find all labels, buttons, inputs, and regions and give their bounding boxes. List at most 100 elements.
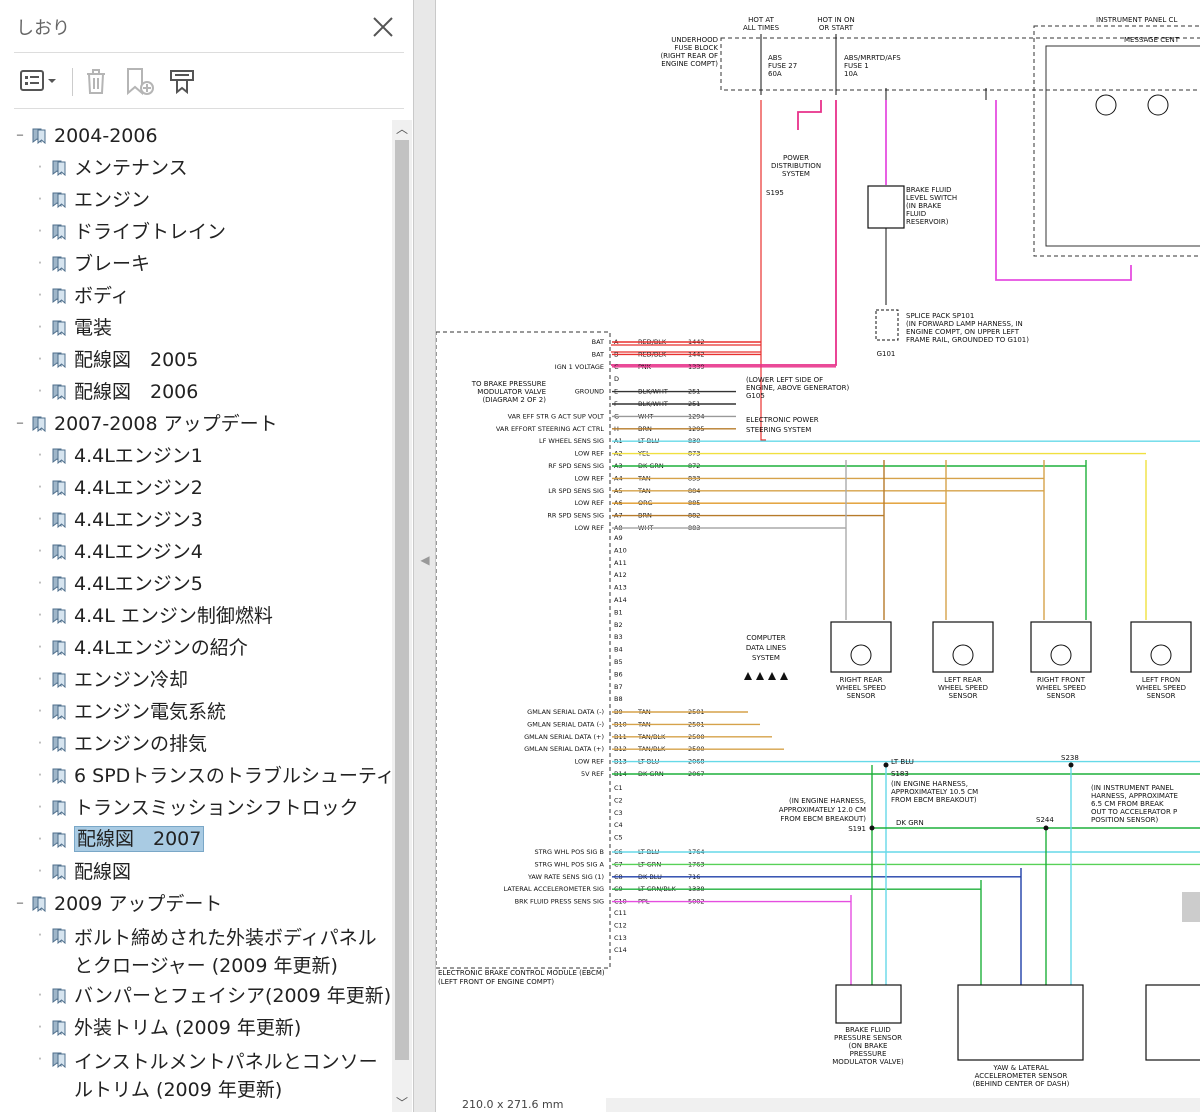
bookmark-item[interactable]: ·トランスミッションシフトロック <box>0 792 392 824</box>
pin-id-label: B2 <box>614 621 623 629</box>
bookmark-item[interactable]: ·メンテナンス <box>0 152 392 184</box>
bookmark-item[interactable]: ·バンパーとフェイシア(2009 年更新) <box>0 980 392 1012</box>
list-options-icon[interactable] <box>16 64 60 98</box>
diagram-label: SENSOR <box>847 692 876 700</box>
bookmark-icon <box>50 735 68 753</box>
bookmark-label: エンジンの排気 <box>74 733 208 755</box>
tree-connector: · <box>36 352 44 366</box>
bookmark-icon <box>50 479 68 497</box>
diagram-label: APPROXIMATELY 12.0 CM <box>779 806 866 814</box>
panel-scrollbar[interactable]: ︿ ﹀ <box>392 120 412 1112</box>
pin-id-label: C11 <box>614 909 627 917</box>
vertical-scroll-thumb[interactable] <box>1182 892 1200 922</box>
diagram-label: PRESSURE <box>850 1050 887 1058</box>
bookmark-icon <box>50 255 68 273</box>
bookmark-item[interactable]: ·配線図 2006 <box>0 376 392 408</box>
bookmark-icon <box>50 575 68 593</box>
connector-arrow <box>768 672 776 680</box>
pin-function-label: STRG WHL POS SIG B <box>534 848 604 856</box>
bookmark-item[interactable]: ·配線図 <box>0 856 392 888</box>
tree-connector: · <box>36 288 44 302</box>
bookmark-item[interactable]: ·ブレーキ <box>0 248 392 280</box>
scroll-up-arrow[interactable]: ︿ <box>395 122 408 136</box>
bookmark-item[interactable]: ·4.4Lエンジンの紹介 <box>0 632 392 664</box>
bookmark-item[interactable]: ·エンジンの排気 <box>0 728 392 760</box>
diagram-label: SENSOR <box>1147 692 1176 700</box>
scroll-thumb[interactable] <box>395 140 409 1060</box>
bookmark-icon <box>50 223 68 241</box>
diagram-label: G101 <box>877 350 896 358</box>
wire-pnk <box>611 100 837 366</box>
bookmark-item[interactable]: ·ドライブトレイン <box>0 216 392 248</box>
pin-id-label: B3 <box>614 633 623 641</box>
bookmark-group[interactable]: −2009 アップデート <box>0 888 392 920</box>
diagram-label: BRAKE FLUID <box>906 186 952 194</box>
pin-function-label: YAW RATE SENS SIG (1) <box>527 873 604 881</box>
bookmark-item[interactable]: ·ボディ <box>0 280 392 312</box>
tag-bookmark-icon[interactable] <box>164 64 200 98</box>
bookmark-item[interactable]: ·4.4Lエンジン3 <box>0 504 392 536</box>
instrument-panel-outline <box>1033 25 1200 257</box>
indicator-lamp <box>1095 94 1117 116</box>
bookmark-icon <box>50 927 68 945</box>
diagram-label: POWER <box>783 154 809 162</box>
diagram-label: ELECTRONIC BRAKE CONTROL MODULE (EBCM) <box>438 969 605 977</box>
bookmark-item[interactable]: ·インストルメントパネルとコンソールトリム (2009 年更新) <box>0 1044 392 1104</box>
add-bookmark-icon[interactable] <box>122 64 158 98</box>
bookmark-item[interactable]: ·ボルト締めされた外装ボディパネルとクロージャー (2009 年更新) <box>0 920 392 980</box>
bookmark-item[interactable]: ·エンジン <box>0 184 392 216</box>
bookmark-item[interactable]: ·4.4L エンジン制御燃料 <box>0 600 392 632</box>
bookmark-item[interactable]: ·エンジン電気系統 <box>0 696 392 728</box>
bookmark-label: インストルメントパネルとコンソールトリム (2009 年更新) <box>74 1051 378 1101</box>
tree-connector: · <box>36 768 44 782</box>
close-icon[interactable] <box>370 14 396 40</box>
bookmark-icon <box>50 987 68 1005</box>
tree-connector: · <box>36 988 44 1002</box>
bookmark-item[interactable]: ·6 SPDトランスのトラブルシューティング <box>0 760 392 792</box>
bookmark-item[interactable]: ·配線図 2007 <box>0 824 392 856</box>
collapse-toggle-icon[interactable]: − <box>16 416 24 430</box>
connector-arrow <box>780 672 788 680</box>
pin-function-label: VAR EFFORT STEERING ACT CTRL <box>496 425 604 433</box>
diagram-label: FUSE BLOCK <box>674 44 718 52</box>
diagram-label: ENGINE COMPT, ON UPPER LEFT <box>906 328 1020 336</box>
collapse-panel-icon[interactable]: ◀ <box>420 553 430 567</box>
diagram-label: DISTRIBUTION <box>771 162 821 170</box>
toolbar-divider <box>14 108 404 109</box>
diagram-label: (IN ENGINE HARNESS, <box>891 780 968 788</box>
header-divider <box>14 52 404 53</box>
bookmark-item[interactable]: ·4.4Lエンジン1 <box>0 440 392 472</box>
diagram-label: OUT TO ACCELERATOR P <box>1091 808 1177 816</box>
bookmark-icon <box>30 415 48 433</box>
bookmark-item[interactable]: ·配線図 2005 <box>0 344 392 376</box>
collapse-toggle-icon[interactable]: − <box>16 128 24 142</box>
bookmark-item[interactable]: ·外装トリム (2009 年更新) <box>0 1012 392 1044</box>
trash-icon[interactable] <box>80 64 112 98</box>
bookmark-label: 配線図 <box>74 861 132 883</box>
sensor-coil <box>1050 644 1072 666</box>
bookmark-item[interactable]: ·4.4Lエンジン4 <box>0 536 392 568</box>
bookmark-group[interactable]: −2007-2008 アップデート <box>0 408 392 440</box>
bookmark-icon <box>50 351 68 369</box>
panel-splitter[interactable]: ◀ <box>414 0 436 1112</box>
bookmark-item[interactable]: ·電装 <box>0 312 392 344</box>
diagram-label: WHEEL SPEED <box>836 684 886 692</box>
bookmark-icon <box>50 831 68 849</box>
wheel-speed-sensor <box>830 621 892 673</box>
connector-arrow <box>756 672 764 680</box>
bookmark-label: 外装トリム (2009 年更新) <box>74 1017 302 1039</box>
bookmark-item[interactable]: ·4.4Lエンジン2 <box>0 472 392 504</box>
bookmark-icon <box>50 671 68 689</box>
pin-id-label: C12 <box>614 921 627 929</box>
pin-function-label: LOW REF <box>575 474 605 482</box>
splice-dot <box>869 825 875 831</box>
bookmark-item[interactable]: ·4.4Lエンジン5 <box>0 568 392 600</box>
collapse-toggle-icon[interactable]: − <box>16 896 24 910</box>
bookmark-item[interactable]: ·エンジン冷却 <box>0 664 392 696</box>
horizontal-scrollbar[interactable] <box>606 1098 1200 1112</box>
scroll-down-arrow[interactable]: ﹀ <box>395 1096 408 1110</box>
bookmark-group[interactable]: −2004-2006 <box>0 120 392 152</box>
diagram-label: S183 <box>891 770 909 778</box>
diagram-label: (ON BRAKE <box>849 1042 888 1050</box>
